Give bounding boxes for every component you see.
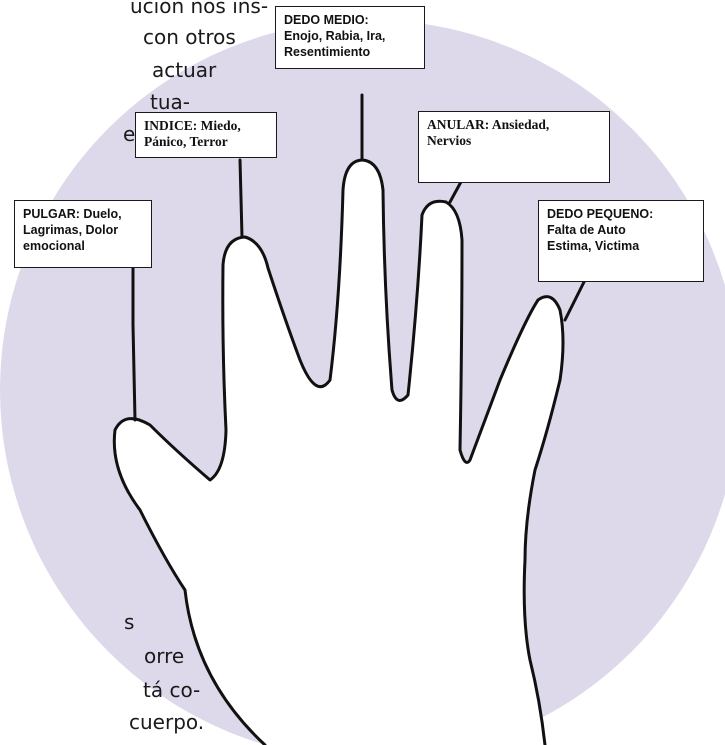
- label-indice: INDICE: Miedo, Pánico, Terror: [135, 112, 277, 158]
- label-dedo-pequeno-name: DEDO PEQUENO:: [547, 207, 654, 221]
- label-dedo-pequeno-line: Falta de Auto: [547, 223, 626, 237]
- label-dedo-medio-line: Enojo, Rabia, Ira,: [284, 29, 386, 43]
- label-dedo-medio: DEDO MEDIO: Enojo, Rabia, Ira, Resentimi…: [275, 6, 425, 69]
- label-dedo-pequeno-line: Estima, Victima: [547, 239, 640, 253]
- pointer-line-pulgar: [131, 266, 137, 422]
- body-text-line: con otros: [143, 25, 236, 49]
- label-dedo-medio-line: Resentimiento: [284, 45, 371, 59]
- body-text-line: s: [124, 610, 135, 634]
- body-text-line: cuerpo.: [129, 710, 205, 734]
- label-pulgar-line: Duelo,: [79, 207, 122, 221]
- body-text-line: tua-: [150, 90, 190, 114]
- label-indice-line: Miedo,: [197, 118, 241, 133]
- label-dedo-pequeno: DEDO PEQUENO: Falta de Auto Estima, Vict…: [538, 200, 704, 282]
- label-anular-line: Ansiedad,: [489, 117, 550, 132]
- label-anular-name: ANULAR:: [427, 117, 490, 132]
- label-indice-line: Pánico, Terror: [144, 134, 228, 149]
- hand-fill: [114, 160, 564, 745]
- pointer-line-indice: [238, 158, 244, 239]
- label-pulgar-name: PULGAR:: [23, 207, 80, 221]
- label-pulgar-line: emocional: [23, 239, 85, 253]
- label-anular: ANULAR: Ansiedad, Nervios: [418, 111, 610, 183]
- label-pulgar-line: Lagrimas, Dolor: [23, 223, 119, 237]
- label-indice-name: INDICE:: [144, 118, 198, 133]
- body-text-line: tá co-: [143, 678, 201, 702]
- pointer-line-anular: [448, 178, 464, 204]
- body-text-line: actuar: [152, 58, 217, 82]
- body-text-line: orre: [144, 644, 185, 668]
- pointer-line-pequeno: [563, 278, 587, 322]
- label-anular-line: Nervios: [427, 133, 472, 148]
- hand-left-edge: [112, 158, 565, 745]
- label-dedo-medio-name: DEDO MEDIO:: [284, 13, 369, 27]
- label-pulgar: PULGAR: Duelo, Lagrimas, Dolor emocional: [14, 200, 152, 268]
- body-text-line: ucion nos ins-: [130, 0, 269, 18]
